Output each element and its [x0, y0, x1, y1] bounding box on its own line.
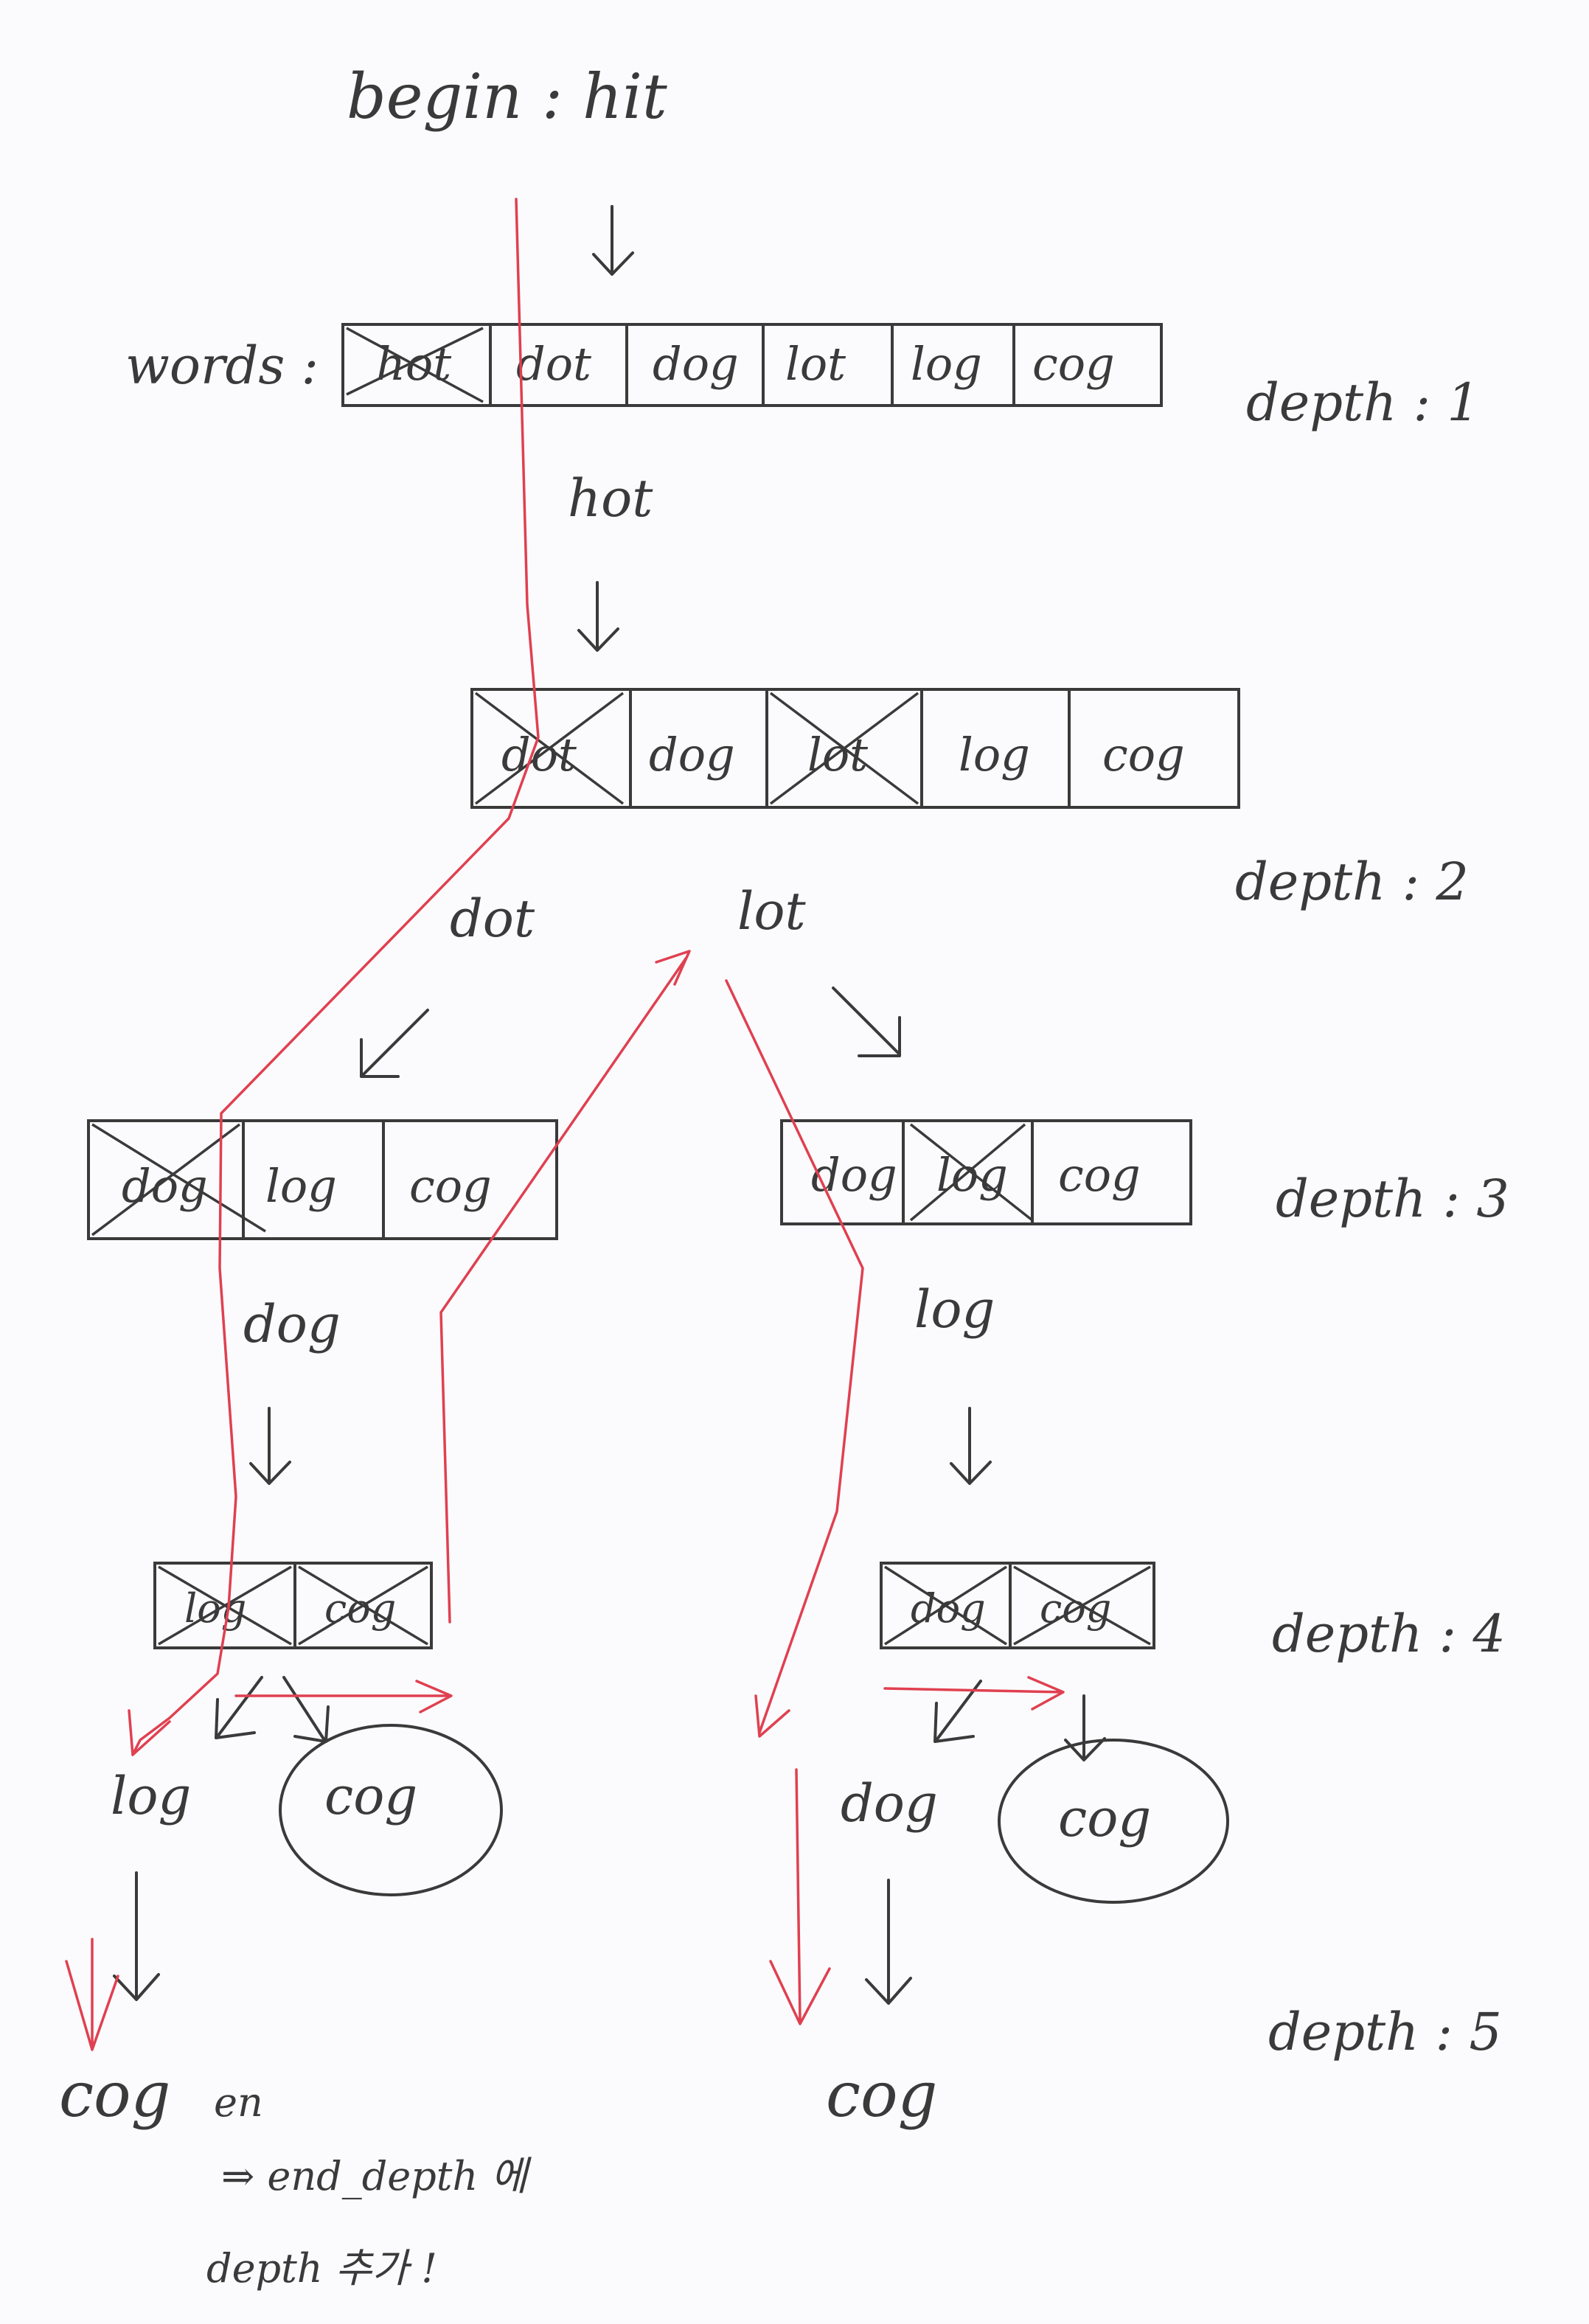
leaf-word-dog: dog	[841, 1773, 938, 1834]
cross-mark	[1013, 1565, 1151, 1646]
down-arrow-icon	[592, 205, 634, 276]
begin-label: begin :	[347, 60, 563, 133]
depth-label-4: depth : 4	[1272, 1604, 1506, 1664]
cell-word: dog	[649, 728, 735, 782]
cross-mark	[909, 1123, 1026, 1222]
target-circle	[998, 1739, 1229, 1904]
down-arrow-icon	[865, 1879, 912, 2005]
leaf-word-log: log	[111, 1766, 191, 1826]
edge-label-hot: hot	[568, 468, 653, 529]
cell-word: log	[265, 1159, 337, 1213]
cell-word: cog	[1032, 337, 1115, 391]
down-arrow-icon	[950, 1407, 992, 1485]
leaf-word-cog-target: cog	[324, 1766, 417, 1826]
depth-label-1: depth : 1	[1246, 372, 1480, 433]
target-circle	[279, 1724, 503, 1896]
red-path-segment	[725, 979, 864, 1738]
red-path-segment	[234, 1680, 453, 1714]
cell-word: dog	[653, 337, 739, 391]
cell-word: log	[959, 728, 1030, 782]
edge-label-lot: lot	[737, 881, 807, 942]
down-arrow-icon	[577, 581, 619, 652]
cross-mark	[298, 1565, 428, 1646]
red-path-segment	[131, 198, 540, 1756]
cell-word: lot	[785, 337, 846, 391]
cell-word: log	[911, 337, 982, 391]
red-path-segment	[439, 950, 691, 1624]
cross-mark	[158, 1565, 292, 1646]
red-path-segment	[769, 1768, 831, 2025]
cell-word: dog	[811, 1148, 897, 1202]
cross-mark	[769, 692, 919, 805]
cell-word: cog	[1058, 1148, 1141, 1202]
red-traversal-path	[65, 198, 1065, 2051]
down-left-arrow-icon	[215, 1676, 263, 1739]
down-right-arrow-icon	[832, 987, 901, 1057]
row3-right-word-array: dog log cog	[780, 1119, 1192, 1225]
cell-word: cog	[1102, 728, 1185, 782]
row1-word-array: hot dot dog lot log cog	[341, 323, 1163, 407]
note-en: en	[214, 2079, 263, 2126]
red-path-segment	[883, 1676, 1065, 1711]
row2-word-array: dot dog lot log cog	[470, 688, 1240, 809]
cell-word: cog	[409, 1159, 492, 1213]
cross-mark	[909, 1123, 1034, 1222]
words-label: words :	[125, 335, 319, 396]
leaf-word-cog-bottom: cog	[826, 2059, 937, 2131]
leaf-word-cog-bottom: cog	[59, 2059, 170, 2131]
cross-mark	[91, 1123, 241, 1236]
red-path-segment	[65, 1938, 119, 2051]
edge-label-dot: dot	[450, 888, 535, 949]
depth-label-2: depth : 2	[1235, 852, 1469, 912]
depth-label-3: depth : 3	[1276, 1169, 1509, 1229]
depth-label-5: depth : 5	[1268, 2002, 1502, 2062]
down-arrow-icon	[249, 1407, 291, 1485]
down-right-arrow-icon	[282, 1676, 330, 1743]
leaf-word-cog-target: cog	[1058, 1788, 1151, 1848]
cross-mark	[346, 327, 484, 396]
down-left-arrow-icon	[360, 1009, 429, 1078]
begin-word: hit	[583, 60, 667, 133]
row4-right-word-array: dog cog	[880, 1562, 1155, 1649]
edge-label-dog: dog	[243, 1294, 341, 1354]
down-arrow-icon	[1064, 1694, 1106, 1761]
cross-mark	[884, 1565, 1007, 1646]
cross-mark	[91, 1123, 266, 1233]
cross-mark	[346, 327, 484, 403]
down-arrow-icon	[113, 1871, 160, 2001]
row3-left-word-array: dog log cog	[87, 1119, 558, 1240]
red-arrowhead	[128, 1709, 171, 1756]
cell-word: dot	[516, 337, 591, 391]
cross-mark	[474, 692, 625, 805]
note-line-2: depth 추가 !	[206, 2245, 437, 2292]
note-line-1: ⇒ end_depth 에	[221, 2153, 532, 2199]
edge-label-log: log	[914, 1279, 995, 1340]
row4-left-word-array: log cog	[153, 1562, 433, 1649]
